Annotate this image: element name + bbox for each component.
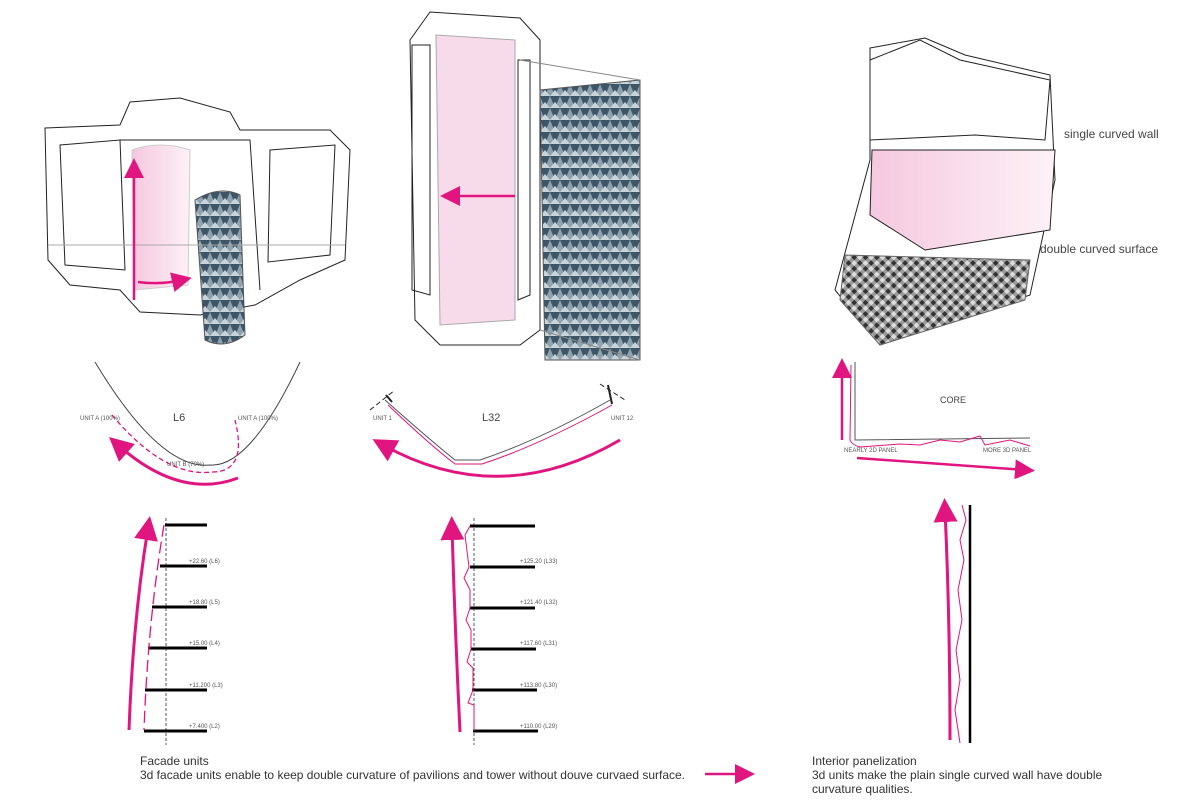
core-plan [832, 358, 1035, 480]
pavilion-levels: +22.60 (L6) +18.80 (L5) +15.00 (L4) +11.… [189, 559, 223, 730]
single-curved-wall-label: single curved wall [1064, 127, 1159, 141]
pavilion-horizontal-arrow [137, 272, 192, 292]
tower-model [409, 11, 641, 361]
level-label: +125.20 (L33) [520, 559, 558, 565]
tower-plan [369, 383, 626, 478]
core-plan-label: CORE [940, 395, 966, 405]
level-label: +117.60 (L31) [520, 641, 557, 647]
unit-a-right-label: UNIT A (100%) [238, 416, 278, 422]
level-label: +22.60 (L6) [189, 559, 220, 565]
pavilion-plan-label: L6 [173, 412, 185, 424]
tower-levels: +125.20 (L33) +121.40 (L32) +117.60 (L31… [520, 559, 558, 730]
pavilion-section [127, 516, 207, 745]
more-3d-panel-label: MORE 3D PANEL [983, 448, 1032, 454]
core-model [834, 37, 1056, 346]
interior-caption: Interior panelization 3d units make the … [812, 754, 1132, 796]
unit-1-label: UNIT 1 [373, 416, 393, 422]
double-curved-surface-label: double curved surface [1040, 242, 1158, 256]
interior-caption-title: Interior panelization [812, 754, 917, 768]
facade-caption-title: Facade units [140, 754, 209, 768]
tower-section [440, 516, 538, 745]
level-label: +11.200 (L3) [189, 683, 223, 689]
level-label: +113.80 (L30) [520, 683, 557, 689]
level-label: +15.00 (L4) [189, 641, 220, 647]
level-label: +110.00 (L29) [520, 724, 557, 730]
nearly-2d-panel-label: NEARLY 2D PANEL [844, 448, 898, 454]
interior-caption-body: 3d units make the plain single curved wa… [812, 768, 1103, 796]
facade-caption: Facade units 3d facade units enable to k… [140, 754, 685, 782]
core-section [933, 498, 972, 744]
level-label: +121.40 (L32) [520, 600, 558, 606]
facade-caption-body: 3d facade units enable to keep double cu… [140, 768, 686, 782]
pavilion-plan [94, 361, 301, 486]
level-label: +7.400 (L2) [189, 724, 220, 730]
tower-plan-label: L32 [482, 412, 500, 424]
unit-12-label: UNIT 12 [611, 416, 634, 422]
level-label: +18.80 (L5) [189, 600, 220, 606]
pavilion-model [44, 97, 351, 345]
unit-b-label: UNIT B (70%) [167, 462, 204, 468]
unit-a-left-label: UNIT A (100%) [80, 416, 120, 422]
